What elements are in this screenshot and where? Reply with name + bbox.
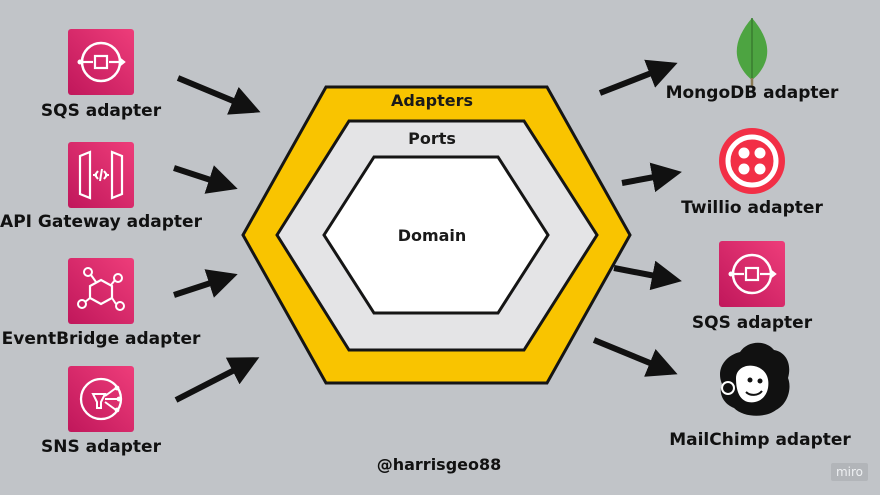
api-gateway-adapter-label: API Gateway adapter	[0, 212, 202, 232]
arrow-sns-in	[174, 357, 260, 403]
arrow-sqs-out	[613, 260, 682, 291]
mailchimp-adapter-label: MailChimp adapter	[669, 430, 851, 450]
arrow-mailchimp-out	[592, 337, 678, 377]
sns-adapter-label: SNS adapter	[41, 437, 161, 457]
sns-icon	[68, 366, 134, 432]
eventbridge-icon	[68, 258, 134, 324]
twilio-adapter-label: Twillio adapter	[681, 198, 823, 218]
author-credit: @harrisgeo88	[376, 455, 502, 474]
eventbridge-adapter-label: EventBridge adapter	[1, 329, 201, 349]
api-gateway-icon	[68, 142, 134, 208]
sqs-adapter-label: SQS adapter	[40, 101, 162, 121]
arrow-twilio-out	[621, 162, 682, 193]
arrow-mongodb-out	[598, 59, 678, 96]
adapters-ring-label: Adapters	[391, 91, 473, 110]
sqs-icon	[68, 29, 134, 95]
mongodb-adapter-label: MongoDB adapter	[665, 83, 839, 103]
sqs-icon	[719, 241, 785, 307]
arrow-eventbridge-in	[173, 269, 238, 298]
sqs-adapter-right-label: SQS adapter	[691, 313, 813, 333]
domain-hexagon	[322, 155, 550, 315]
arrow-sqs-in	[176, 75, 261, 115]
domain-label: Domain	[397, 226, 467, 245]
miro-watermark: miro	[830, 463, 868, 481]
ports-ring-label: Ports	[408, 129, 456, 148]
arrow-api-gateway-in	[173, 165, 238, 194]
